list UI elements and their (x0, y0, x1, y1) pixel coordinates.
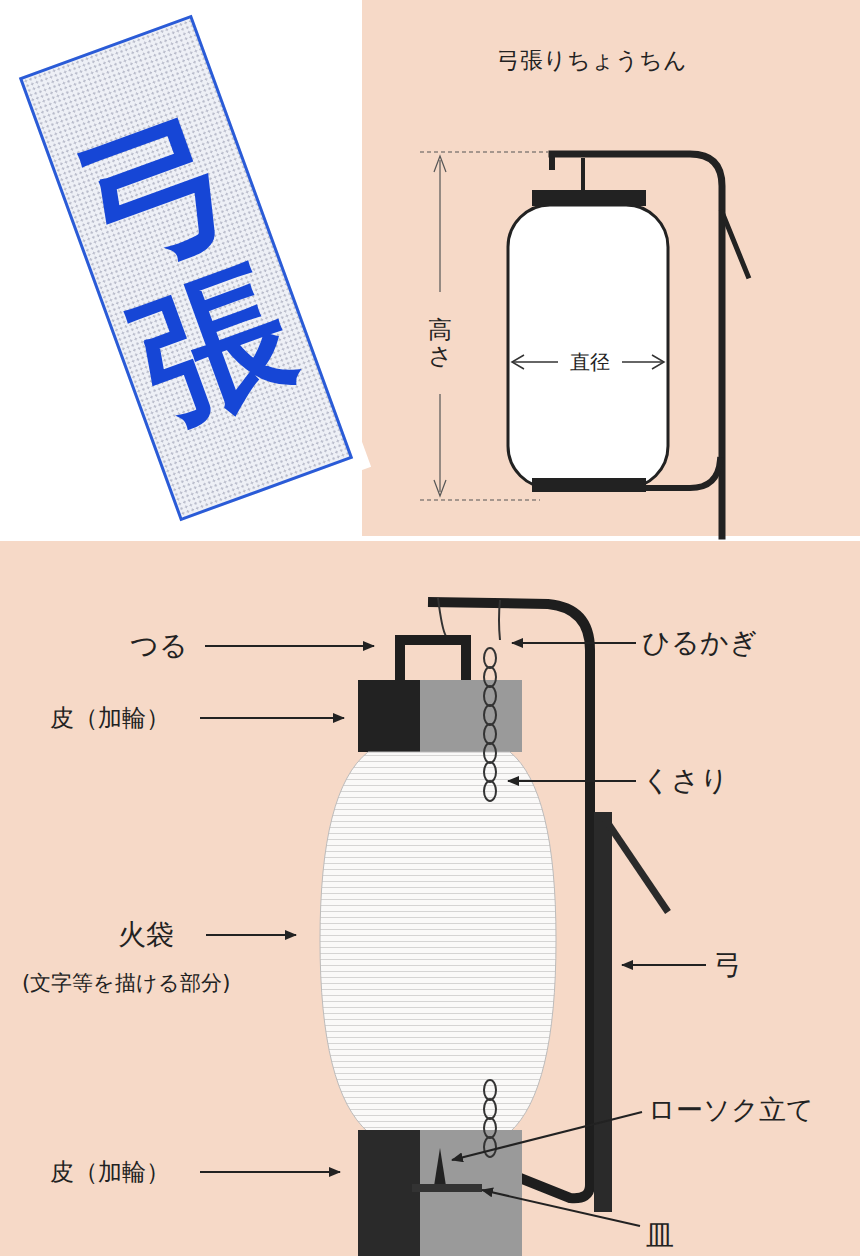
bow-grip (594, 812, 612, 1212)
card-kanji: 弓張 (59, 87, 313, 448)
hiru-hook (438, 598, 500, 640)
height-label: 高さ (425, 316, 455, 371)
top-lantern-body (508, 205, 668, 488)
part-note: (文字等を描ける部分) (22, 972, 230, 995)
hibukuro-body (320, 752, 556, 1132)
part-label: 皮（加輪） (50, 705, 170, 731)
leader-lines (200, 643, 706, 1226)
part-label: 皮（加輪） (50, 1159, 170, 1185)
sara-plate (412, 1184, 482, 1192)
part-label: 火袋 (118, 920, 174, 951)
top-panel (362, 0, 860, 536)
title: 弓張りちょうちん (497, 48, 687, 73)
title-card: 弓張 (1, 0, 371, 539)
kusari-chain (484, 648, 496, 1157)
part-label: 皿 (646, 1221, 674, 1252)
top-cap (358, 680, 522, 752)
part-label: ひるかぎ (642, 628, 758, 659)
height-dimension (420, 152, 548, 500)
part-label: 弓 (714, 950, 742, 981)
bottom-panel (0, 541, 860, 1256)
part-label: くさり (642, 766, 729, 797)
bow-spike (603, 816, 668, 912)
tsuru-handle (400, 640, 466, 682)
candle-spike (434, 1148, 446, 1186)
part-label: つる (130, 631, 188, 662)
part-label: ローソク立て (648, 1095, 814, 1125)
diameter-label: 直径 (567, 350, 613, 374)
